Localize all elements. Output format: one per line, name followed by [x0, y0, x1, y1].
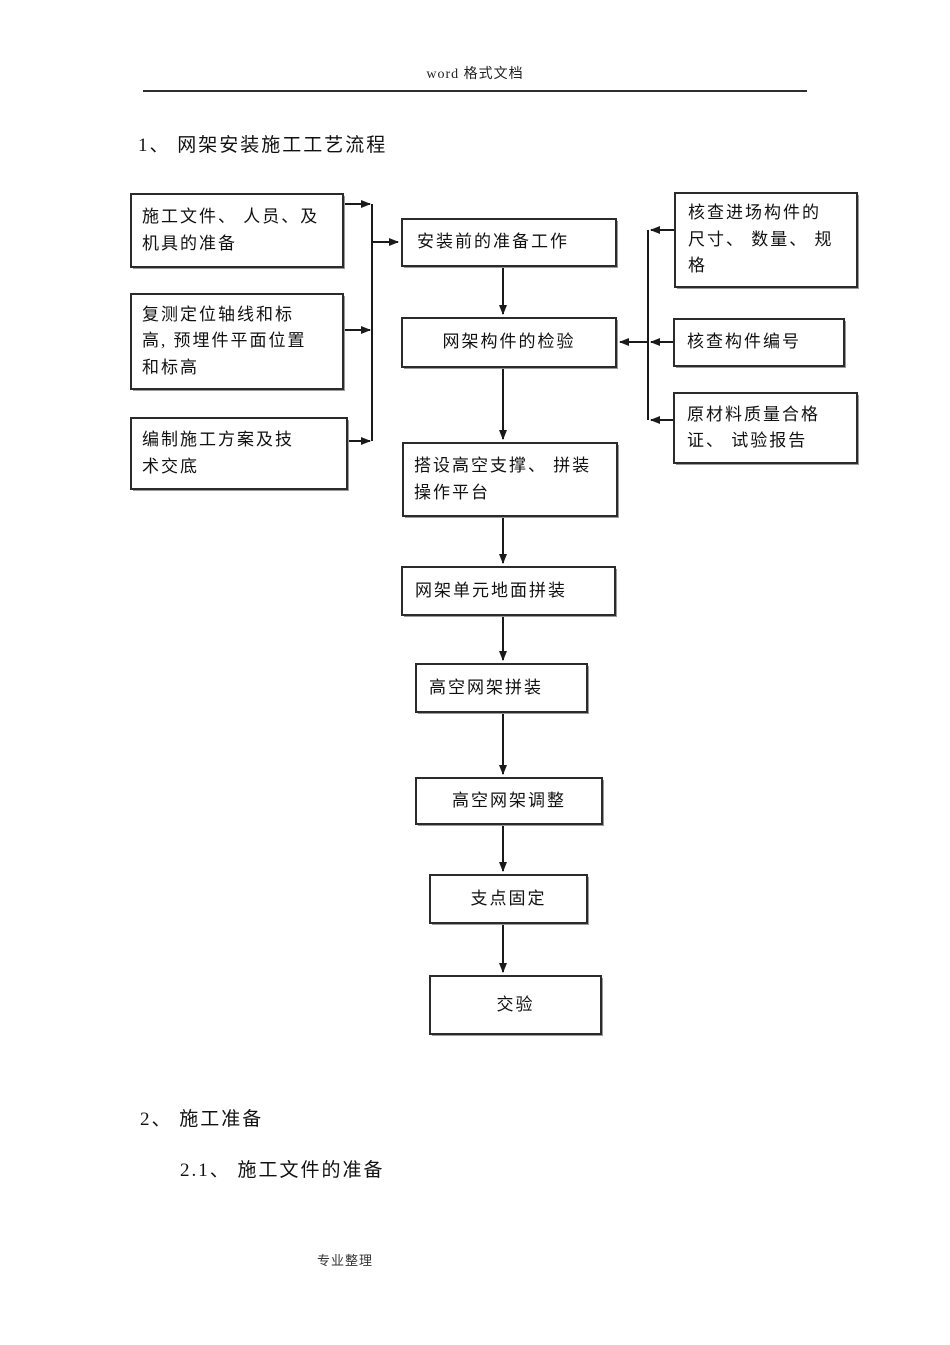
page-header-text: word 格式文档 — [426, 67, 524, 82]
node-construction-docs-personnel-equipment: 施工文件、 人员、及 机具的准备 — [130, 193, 344, 268]
node-material-quality-certificates: 原材料质量合格 证、 试验报告 — [673, 392, 858, 464]
node-high-support-assembly-platform: 搭设高空支撑、 拼装 操作平台 — [402, 442, 618, 517]
node-check-incoming-dimensions: 核查进场构件的 尺寸、 数量、 规 格 — [674, 192, 858, 288]
node-support-point-fixing: 支点固定 — [429, 874, 588, 924]
node-aerial-grid-assembly: 高空网架拼装 — [415, 663, 588, 713]
node-compile-scheme-disclosure: 编制施工方案及技 术交底 — [130, 417, 348, 490]
section-1-heading: 1、 网架安装施工工艺流程 — [138, 135, 388, 156]
section-2-heading: 2、 施工准备 — [140, 1109, 264, 1130]
page-footer-text: 专业整理 — [317, 1253, 374, 1268]
node-component-inspection: 网架构件的检验 — [401, 317, 617, 368]
node-aerial-grid-adjustment: 高空网架调整 — [415, 777, 603, 825]
node-handover-acceptance: 交验 — [429, 975, 602, 1035]
node-pre-install-preparation: 安装前的准备工作 — [401, 218, 617, 267]
node-ground-unit-assembly: 网架单元地面拼装 — [401, 566, 616, 616]
section-2-1-heading: 2.1、 施工文件的准备 — [180, 1160, 385, 1181]
header-divider-line — [143, 90, 807, 92]
node-resurvey-axis-elevation: 复测定位轴线和标 高, 预埋件平面位置 和标高 — [130, 293, 344, 390]
node-check-component-numbering: 核查构件编号 — [673, 318, 845, 367]
